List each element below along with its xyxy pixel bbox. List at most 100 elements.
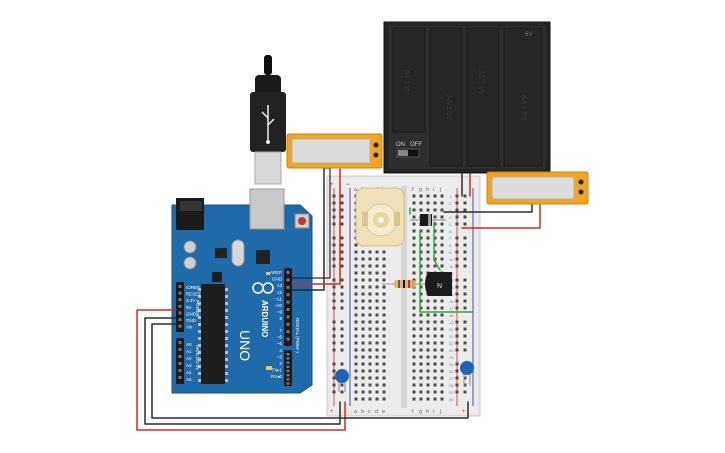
rail-hole[interactable] [332, 306, 336, 310]
multimeter-terminal[interactable] [373, 152, 379, 158]
digital-header-high[interactable] [284, 268, 292, 346]
breadboard-hole[interactable] [426, 397, 430, 401]
breadboard-hole[interactable] [433, 215, 437, 219]
breadboard-hole[interactable] [361, 264, 365, 268]
breadboard-hole[interactable] [368, 320, 372, 324]
breadboard-hole[interactable] [354, 376, 358, 380]
breadboard-hole[interactable] [433, 194, 437, 198]
rail-hole[interactable] [455, 299, 459, 303]
breadboard-hole[interactable] [433, 334, 437, 338]
breadboard-hole[interactable] [375, 306, 379, 310]
rail-hole[interactable] [332, 362, 336, 366]
rail-hole[interactable] [455, 215, 459, 219]
breadboard-hole[interactable] [419, 362, 423, 366]
breadboard-hole[interactable] [354, 397, 358, 401]
breadboard-hole[interactable] [426, 201, 430, 205]
rail-hole[interactable] [455, 327, 459, 331]
capacitor-left[interactable] [335, 369, 349, 392]
breadboard-hole[interactable] [426, 208, 430, 212]
breadboard-hole[interactable] [419, 348, 423, 352]
wires[interactable] [136, 167, 541, 431]
rail-hole[interactable] [463, 257, 467, 261]
rail-hole[interactable] [332, 243, 336, 247]
breadboard-hole[interactable] [433, 243, 437, 247]
capacitor-right[interactable] [460, 361, 474, 386]
breadboard-hole[interactable] [361, 306, 365, 310]
breadboard-hole[interactable] [375, 299, 379, 303]
rail-hole[interactable] [332, 285, 336, 289]
rail-hole[interactable] [332, 390, 336, 394]
breadboard-hole[interactable] [412, 334, 416, 338]
breadboard-hole[interactable] [419, 327, 423, 331]
breadboard-hole[interactable] [426, 348, 430, 352]
breadboard-hole[interactable] [419, 229, 423, 233]
breadboard-hole[interactable] [433, 320, 437, 324]
breadboard-hole[interactable] [382, 341, 386, 345]
breadboard-hole[interactable] [419, 376, 423, 380]
breadboard-hole[interactable] [433, 201, 437, 205]
breadboard-hole[interactable] [382, 306, 386, 310]
breadboard-hole[interactable] [419, 271, 423, 275]
breadboard-hole[interactable] [426, 369, 430, 373]
rail-hole[interactable] [332, 278, 336, 282]
breadboard-hole[interactable] [375, 250, 379, 254]
breadboard-hole[interactable] [440, 355, 444, 359]
rail-hole[interactable] [340, 264, 344, 268]
breadboard-hole[interactable] [354, 362, 358, 366]
breadboard-hole[interactable] [361, 250, 365, 254]
breadboard-hole[interactable] [382, 334, 386, 338]
rail-hole[interactable] [455, 369, 459, 373]
breadboard-hole[interactable] [354, 292, 358, 296]
breadboard-hole[interactable] [426, 229, 430, 233]
breadboard-hole[interactable] [361, 285, 365, 289]
rail-hole[interactable] [340, 250, 344, 254]
breadboard-hole[interactable] [382, 369, 386, 373]
multimeter-terminal[interactable] [373, 142, 379, 148]
breadboard-hole[interactable] [368, 285, 372, 289]
breadboard-hole[interactable] [440, 299, 444, 303]
breadboard-hole[interactable] [361, 334, 365, 338]
breadboard-hole[interactable] [426, 243, 430, 247]
breadboard-hole[interactable] [375, 313, 379, 317]
breadboard-hole[interactable] [412, 313, 416, 317]
breadboard-hole[interactable] [375, 285, 379, 289]
breadboard-hole[interactable] [412, 250, 416, 254]
rail-hole[interactable] [463, 201, 467, 205]
breadboard-hole[interactable] [375, 376, 379, 380]
rail-hole[interactable] [332, 292, 336, 296]
breadboard-hole[interactable] [426, 376, 430, 380]
breadboard-hole[interactable] [440, 306, 444, 310]
breadboard-hole[interactable] [361, 348, 365, 352]
breadboard-hole[interactable] [354, 369, 358, 373]
rail-hole[interactable] [332, 250, 336, 254]
breadboard-hole[interactable] [382, 264, 386, 268]
breadboard-hole[interactable] [440, 264, 444, 268]
breadboard-hole[interactable] [412, 320, 416, 324]
breadboard-hole[interactable] [433, 229, 437, 233]
rail-hole[interactable] [340, 194, 344, 198]
rail-hole[interactable] [463, 264, 467, 268]
rail-hole[interactable] [463, 320, 467, 324]
breadboard-hole[interactable] [412, 264, 416, 268]
breadboard-hole[interactable] [368, 348, 372, 352]
breadboard-hole[interactable] [419, 264, 423, 268]
rail-hole[interactable] [463, 222, 467, 226]
multimeter-terminal[interactable] [578, 189, 584, 195]
breadboard-hole[interactable] [382, 299, 386, 303]
breadboard-hole[interactable] [368, 390, 372, 394]
breadboard-hole[interactable] [440, 194, 444, 198]
breadboard-hole[interactable] [419, 390, 423, 394]
rail-hole[interactable] [332, 348, 336, 352]
rail-hole[interactable] [340, 327, 344, 331]
breadboard-hole[interactable] [375, 264, 379, 268]
breadboard-hole[interactable] [433, 313, 437, 317]
breadboard-hole[interactable] [426, 320, 430, 324]
breadboard-hole[interactable] [361, 257, 365, 261]
breadboard-hole[interactable] [368, 250, 372, 254]
rail-hole[interactable] [340, 222, 344, 226]
breadboard-hole[interactable] [440, 383, 444, 387]
rail-hole[interactable] [332, 236, 336, 240]
breadboard-hole[interactable] [433, 222, 437, 226]
breadboard-hole[interactable] [419, 369, 423, 373]
rail-hole[interactable] [463, 194, 467, 198]
